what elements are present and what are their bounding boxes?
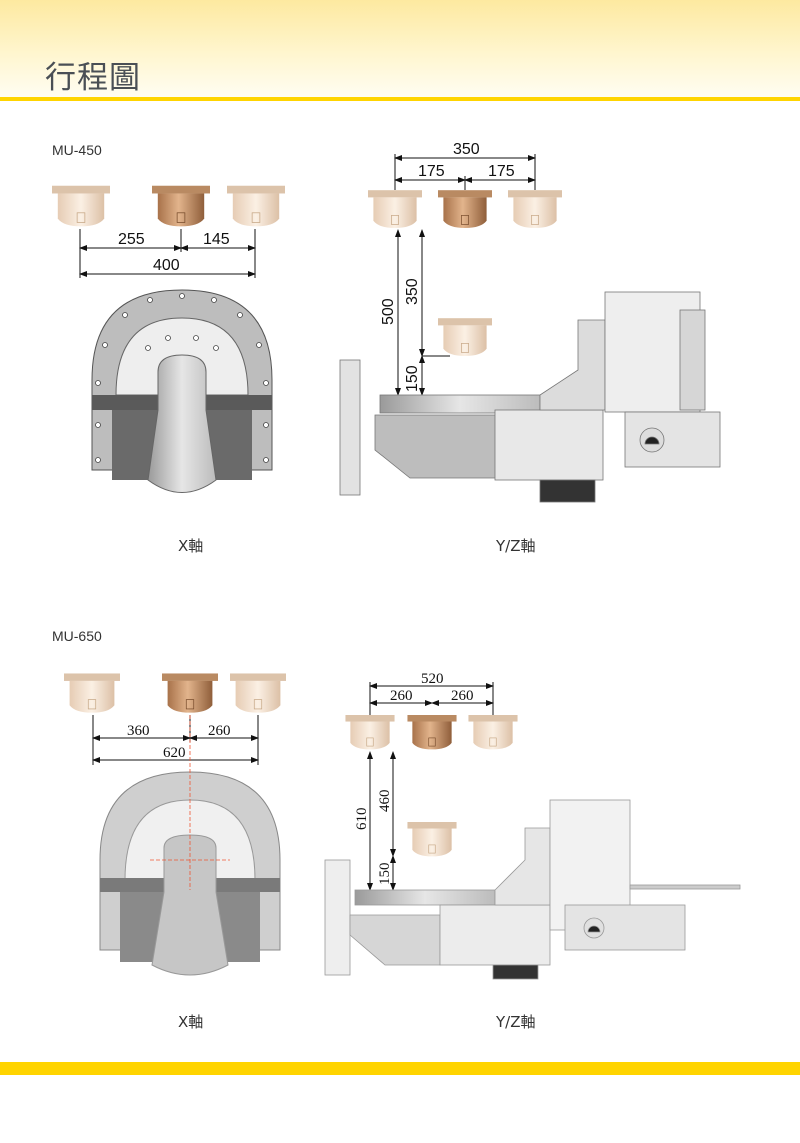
spindle-ghost-left: [345, 715, 395, 750]
spindle-active: [407, 715, 457, 750]
dim-z-upper: 460: [377, 790, 393, 813]
yz-axis-caption-mu450: Y/Z軸: [496, 537, 536, 555]
mu650-x-axis-drawing: 360 260 620: [64, 673, 286, 976]
dim-x-left: 360: [127, 723, 150, 739]
mu450-yz-axis-drawing: 350 175 175 500 350 150: [339, 141, 721, 503]
spindle-ghost-right: [227, 185, 285, 227]
page-title: 行程圖: [45, 60, 141, 96]
yz-axis-caption-mu650: Y/Z軸: [496, 1013, 536, 1031]
footer-band: [0, 1062, 800, 1075]
header-rule: [0, 97, 800, 101]
dim-z-lower: 150: [377, 863, 393, 886]
dim-x-total: 620: [163, 745, 186, 761]
spindle-ghost-right: [468, 715, 518, 750]
machine-body: [324, 799, 741, 980]
spindle-ghost-lower: [407, 822, 457, 857]
dim-y-half-left: 175: [418, 163, 445, 180]
dim-x-right: 260: [208, 723, 231, 739]
spindle-ghost-right: [508, 190, 562, 229]
machine-body: [339, 291, 721, 503]
dim-z-upper: 350: [404, 278, 421, 305]
x-axis-caption-mu450: X軸: [178, 537, 204, 555]
spindle-ghost-left: [64, 673, 120, 714]
dim-y-half-left: 260: [390, 688, 413, 704]
model-label-mu650: MU-650: [52, 628, 102, 644]
dim-x-left: 255: [118, 231, 145, 248]
spindle-ghost-left: [52, 185, 110, 227]
mu450-x-axis-drawing: 255 145 400: [52, 185, 285, 493]
page-header: [0, 0, 800, 98]
dim-z-total: 610: [354, 808, 370, 831]
mu650-yz-axis-drawing: 520 260 260 610 460 150: [324, 671, 741, 980]
spindle-ghost-left: [368, 190, 422, 229]
spindle-active: [152, 185, 210, 227]
spindle-active: [438, 190, 492, 229]
model-label-mu450: MU-450: [52, 142, 102, 158]
dim-z-total: 500: [380, 298, 397, 325]
dim-x-total: 400: [153, 257, 180, 274]
dim-z-lower: 150: [404, 365, 421, 392]
x-axis-caption-mu650: X軸: [178, 1013, 204, 1031]
dim-y-half-right: 175: [488, 163, 515, 180]
dim-x-right: 145: [203, 231, 230, 248]
spindle-active: [162, 673, 218, 714]
dim-y-half-right: 260: [451, 688, 474, 704]
spindle-ghost-lower: [438, 318, 492, 357]
spindle-ghost-right: [230, 673, 286, 714]
dim-y-total: 520: [421, 671, 444, 687]
dim-y-total: 350: [453, 141, 480, 158]
